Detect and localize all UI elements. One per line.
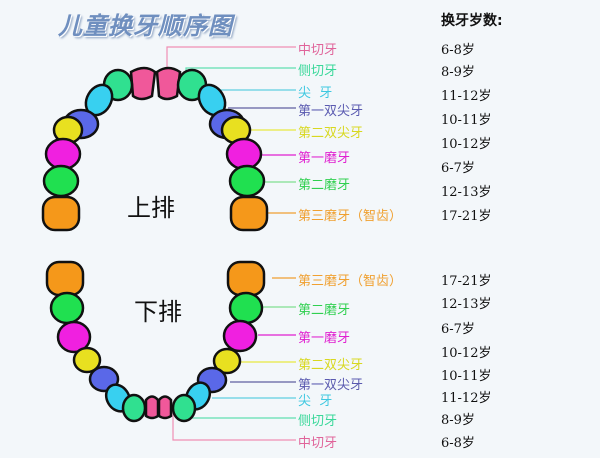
diagram-title: 儿童换牙顺序图 (58, 12, 233, 40)
upper-second-molar-age: 12-13岁 (441, 185, 492, 200)
lower-canine-label: 尖 牙 (298, 394, 333, 409)
upper-canine-label: 尖 牙 (298, 86, 333, 101)
upper-second-molar-label: 第二磨牙 (298, 178, 351, 193)
lower-first-molar-age: 6-7岁 (441, 322, 475, 337)
age-column-header: 换牙岁数: (441, 13, 503, 29)
lower-first-premolar-age: 10-11岁 (441, 369, 492, 384)
upper-second-premolar-age: 10-12岁 (441, 137, 492, 152)
lower-lateral-incisor-label: 侧切牙 (298, 414, 338, 429)
upper-first-molar-label: 第一磨牙 (298, 151, 351, 166)
lower-central-incisor-age: 6-8岁 (441, 436, 475, 451)
upper-second-premolar-label: 第二双尖牙 (298, 126, 364, 141)
upper-third-molar-age: 17-21岁 (441, 209, 492, 224)
lower-second-premolar-label: 第二双尖牙 (298, 358, 364, 373)
upper-central-incisor-label: 中切牙 (298, 43, 338, 58)
lower-third-molar-label: 第三磨牙（智齿） (298, 274, 403, 289)
upper-lateral-incisor-age: 8-9岁 (441, 65, 475, 80)
lower-leader-lines (172, 277, 296, 441)
upper-canine-age: 11-12岁 (441, 89, 492, 104)
upper-teeth (41, 66, 269, 232)
lower-first-premolar-label: 第一双尖牙 (298, 378, 364, 393)
lower-canine-age: 11-12岁 (441, 391, 492, 406)
upper-first-premolar-label: 第一双尖牙 (298, 104, 364, 119)
lower-third-molar-age: 17-21岁 (441, 274, 492, 289)
lower-second-premolar-age: 10-12岁 (441, 346, 492, 361)
upper-central-incisor-age: 6-8岁 (441, 43, 475, 58)
lower-lateral-incisor-age: 8-9岁 (441, 413, 475, 428)
upper-row-label: 上排 (127, 194, 175, 222)
lower-second-molar-age: 12-13岁 (441, 297, 492, 312)
lower-second-molar-label: 第二磨牙 (298, 303, 351, 318)
upper-first-molar-age: 6-7岁 (441, 161, 475, 176)
upper-third-molar-label: 第三磨牙（智齿） (298, 209, 403, 224)
lower-first-molar-label: 第一磨牙 (298, 331, 351, 346)
upper-first-premolar-age: 10-11岁 (441, 113, 492, 128)
upper-lateral-incisor-label: 侧切牙 (298, 64, 338, 79)
lower-teeth (45, 260, 266, 423)
lower-central-incisor-label: 中切牙 (298, 436, 338, 451)
lower-row-label: 下排 (134, 298, 182, 326)
